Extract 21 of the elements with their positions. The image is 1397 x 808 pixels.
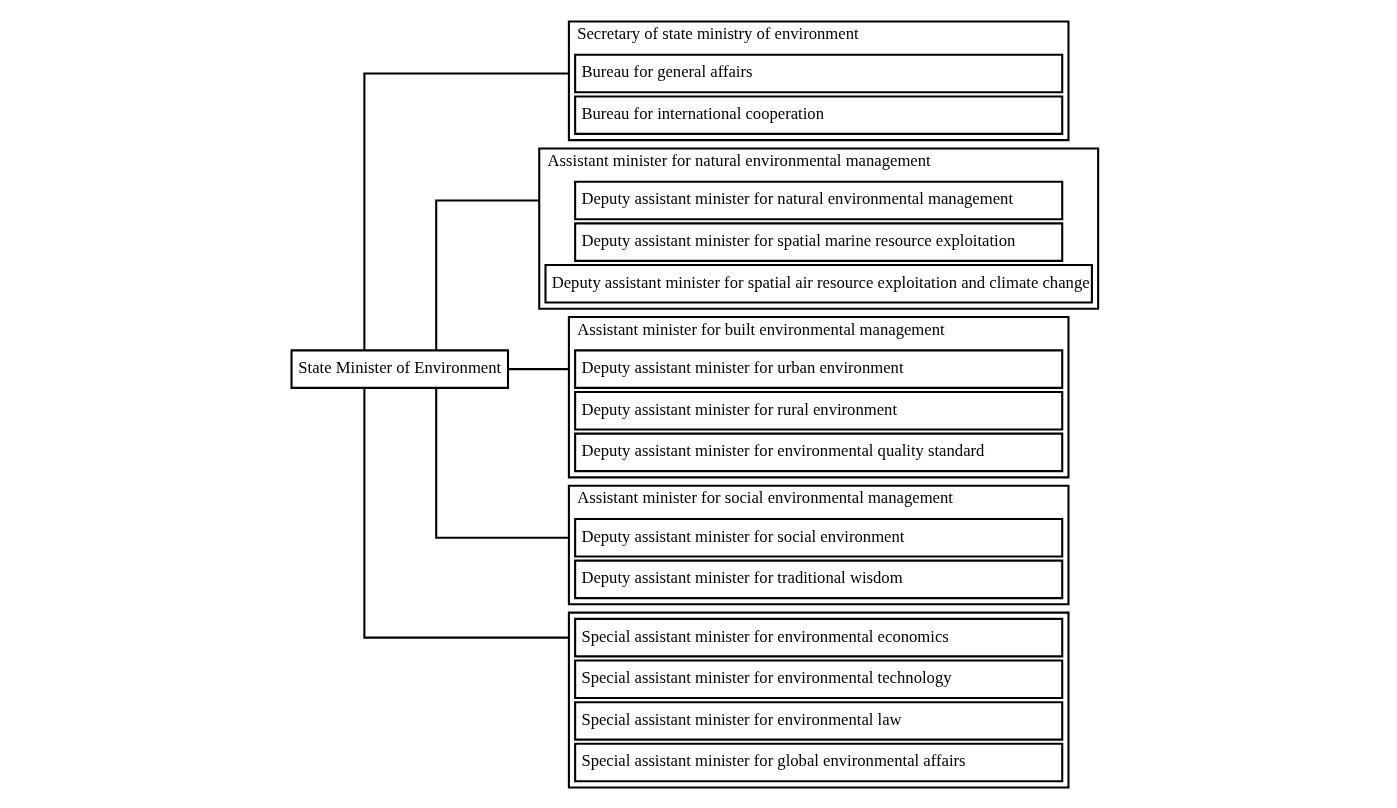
node-box: Bureau for international cooperation [573,94,1063,135]
node-box: Deputy assistant minister for spatial marine resource exploitation [573,221,1063,262]
node-box: State Minister of Environment [290,348,509,389]
connector [507,367,569,370]
node-box: Deputy assistant minister for environmental quality standard [573,432,1063,472]
node-box: Special assistant minister for environmental economics [573,617,1063,657]
connector [362,72,569,350]
node-box: Deputy assistant minister for social environment [573,517,1063,557]
node-box: Special assistant minister for global environmental affairs [573,742,1063,782]
node-box: Bureau for general affairs [573,53,1063,93]
node-box: Deputy assistant minister for traditional wisdom [573,559,1063,599]
connector [434,387,569,539]
connector [362,387,569,639]
node-box: Deputy assistant minister for spatial air resource exploitation and climate change [543,263,1093,304]
connector [434,198,539,350]
node-box: Special assistant minister for environmental technology [573,659,1063,699]
cluster [567,611,1069,789]
node-box: Special assistant minister for environmental law [573,700,1063,741]
node-box: Deputy assistant minister for natural environmental management [573,180,1063,220]
node-box: Deputy assistant minister for urban environment [573,348,1063,389]
node-box: Deputy assistant minister for rural environment [573,390,1063,431]
